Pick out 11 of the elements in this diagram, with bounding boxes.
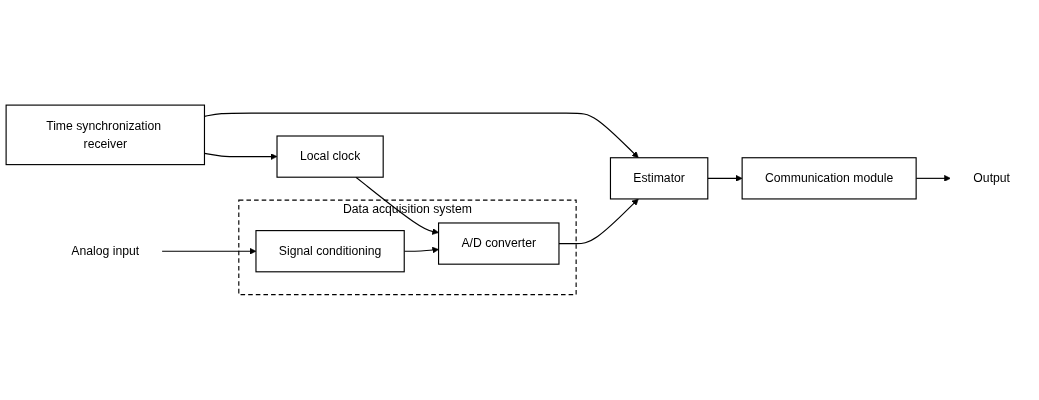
arrow xyxy=(355,176,439,235)
node-box: Signal conditioning xyxy=(255,230,405,273)
node-box: Estimator xyxy=(609,157,709,200)
node-box: Local clock xyxy=(276,135,384,178)
node-text: Analog input xyxy=(71,244,140,258)
arrow xyxy=(707,175,743,182)
node-box: Time synchronization receiver xyxy=(5,104,206,166)
node-text: Output xyxy=(973,171,1010,185)
node-box: Communication module xyxy=(741,157,917,200)
arrow xyxy=(558,198,639,245)
node-box: A/D converter xyxy=(438,222,560,265)
